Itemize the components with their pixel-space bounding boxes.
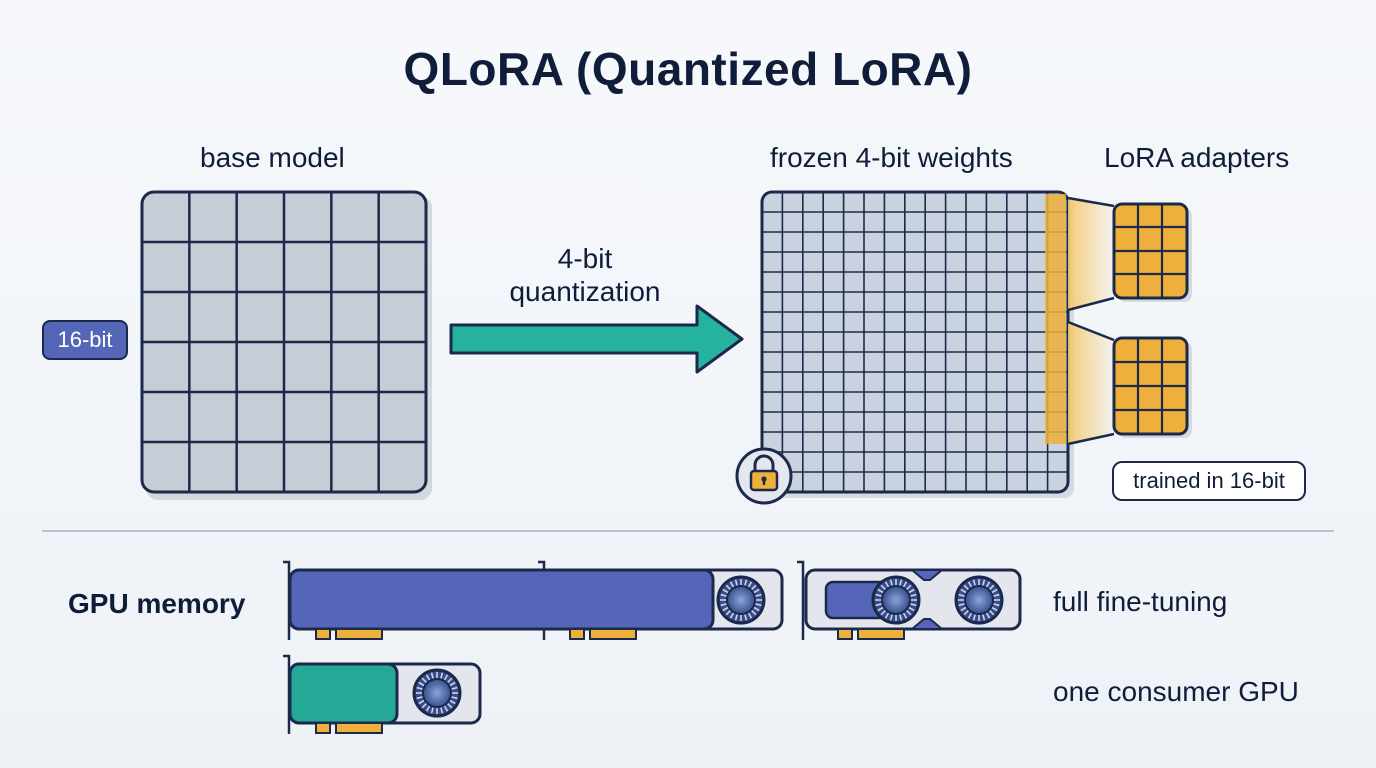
quantized-weights-grid	[760, 190, 1074, 498]
adapter-connector-bottom	[1067, 320, 1115, 446]
arrow-right-icon	[449, 304, 744, 374]
adapter-connector-top	[1067, 196, 1115, 312]
full-finetuning-label: full fine-tuning	[1053, 586, 1228, 617]
page-title: QLoRA (Quantized LoRA)	[403, 43, 973, 95]
base-model-label: base model	[200, 142, 345, 173]
lora-adapter-block-b	[1112, 336, 1192, 438]
precision-badge-16bit: 16-bit	[42, 320, 128, 360]
base-model-grid	[140, 190, 432, 500]
lora-adapter-block-a	[1112, 202, 1192, 302]
frozen-weights-label: frozen 4-bit weights	[770, 142, 1013, 173]
consumer-gpu-label: one consumer GPU	[1053, 676, 1299, 707]
gpu-fan-icon	[716, 575, 766, 625]
gpu-fan-icon	[412, 668, 462, 718]
gpu-fan-icon	[954, 575, 1004, 625]
lock-icon	[735, 447, 793, 505]
gpu-memory-label: GPU memory	[68, 588, 246, 619]
trained-16bit-badge: trained in 16-bit	[1112, 461, 1306, 501]
lora-adapters-label: LoRA adapters	[1104, 142, 1290, 173]
gpu-card-long	[283, 560, 784, 640]
quantization-label: 4-bit quantization	[470, 242, 700, 308]
quantization-label-line1: 4-bit	[557, 243, 613, 274]
quantization-label-line2: quantization	[509, 276, 661, 307]
gpu-fan-icon	[871, 575, 921, 625]
